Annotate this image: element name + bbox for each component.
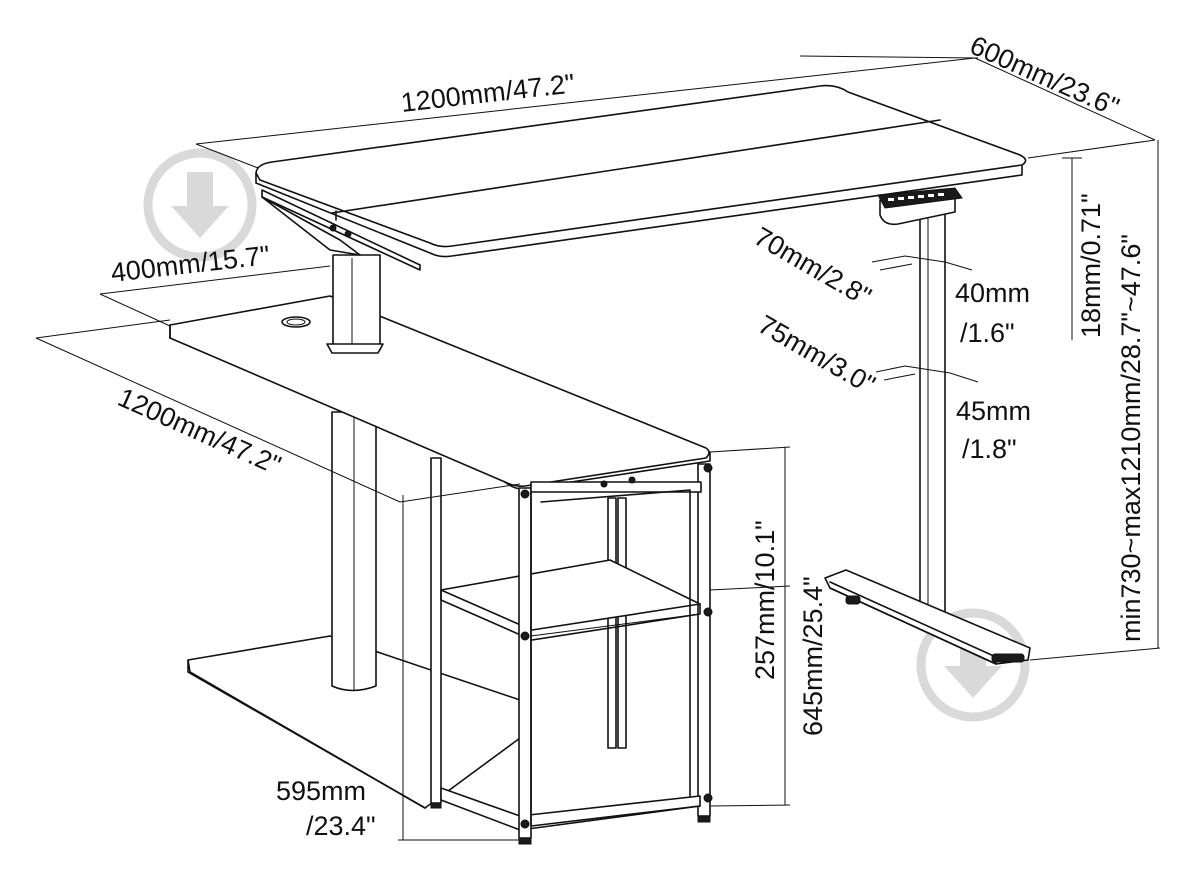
watermark-bottom-right xyxy=(916,608,1030,722)
cabinet xyxy=(430,457,713,845)
label-upper-col-b2: /1.6" xyxy=(960,318,1015,348)
label-upper-col-b1: 40mm xyxy=(955,278,1030,308)
label-upper-col-a: 70mm/2.8" xyxy=(749,221,876,312)
label-lower-col-b2: /1.8" xyxy=(962,434,1017,464)
label-main-depth: 600mm/23.6" xyxy=(966,30,1124,122)
label-cabinet-depth-2: /23.4" xyxy=(306,811,376,841)
label-cabinet-height: 645mm/25.4" xyxy=(798,576,828,736)
label-top-thickness: 18mm/0.71" xyxy=(1076,193,1106,338)
label-lower-col-a: 75mm/3.0" xyxy=(753,309,880,400)
label-lower-col-b1: 45mm xyxy=(956,396,1031,426)
label-main-width: 1200mm/47.2" xyxy=(399,68,576,118)
label-cabinet-depth-1: 595mm xyxy=(276,776,366,806)
label-side-depth: 400mm/15.7" xyxy=(109,240,271,288)
control-panel-buttons xyxy=(888,193,944,201)
label-height-range: min730~max1210mm/28.7"~47.6" xyxy=(1116,234,1146,642)
watermark-top-left xyxy=(143,148,257,262)
dimension-lines xyxy=(35,55,1161,841)
label-shelf-gap: 257mm/10.1" xyxy=(750,520,780,680)
main-desk xyxy=(255,84,1031,665)
label-side-width: 1200mm/47.2" xyxy=(114,382,286,480)
